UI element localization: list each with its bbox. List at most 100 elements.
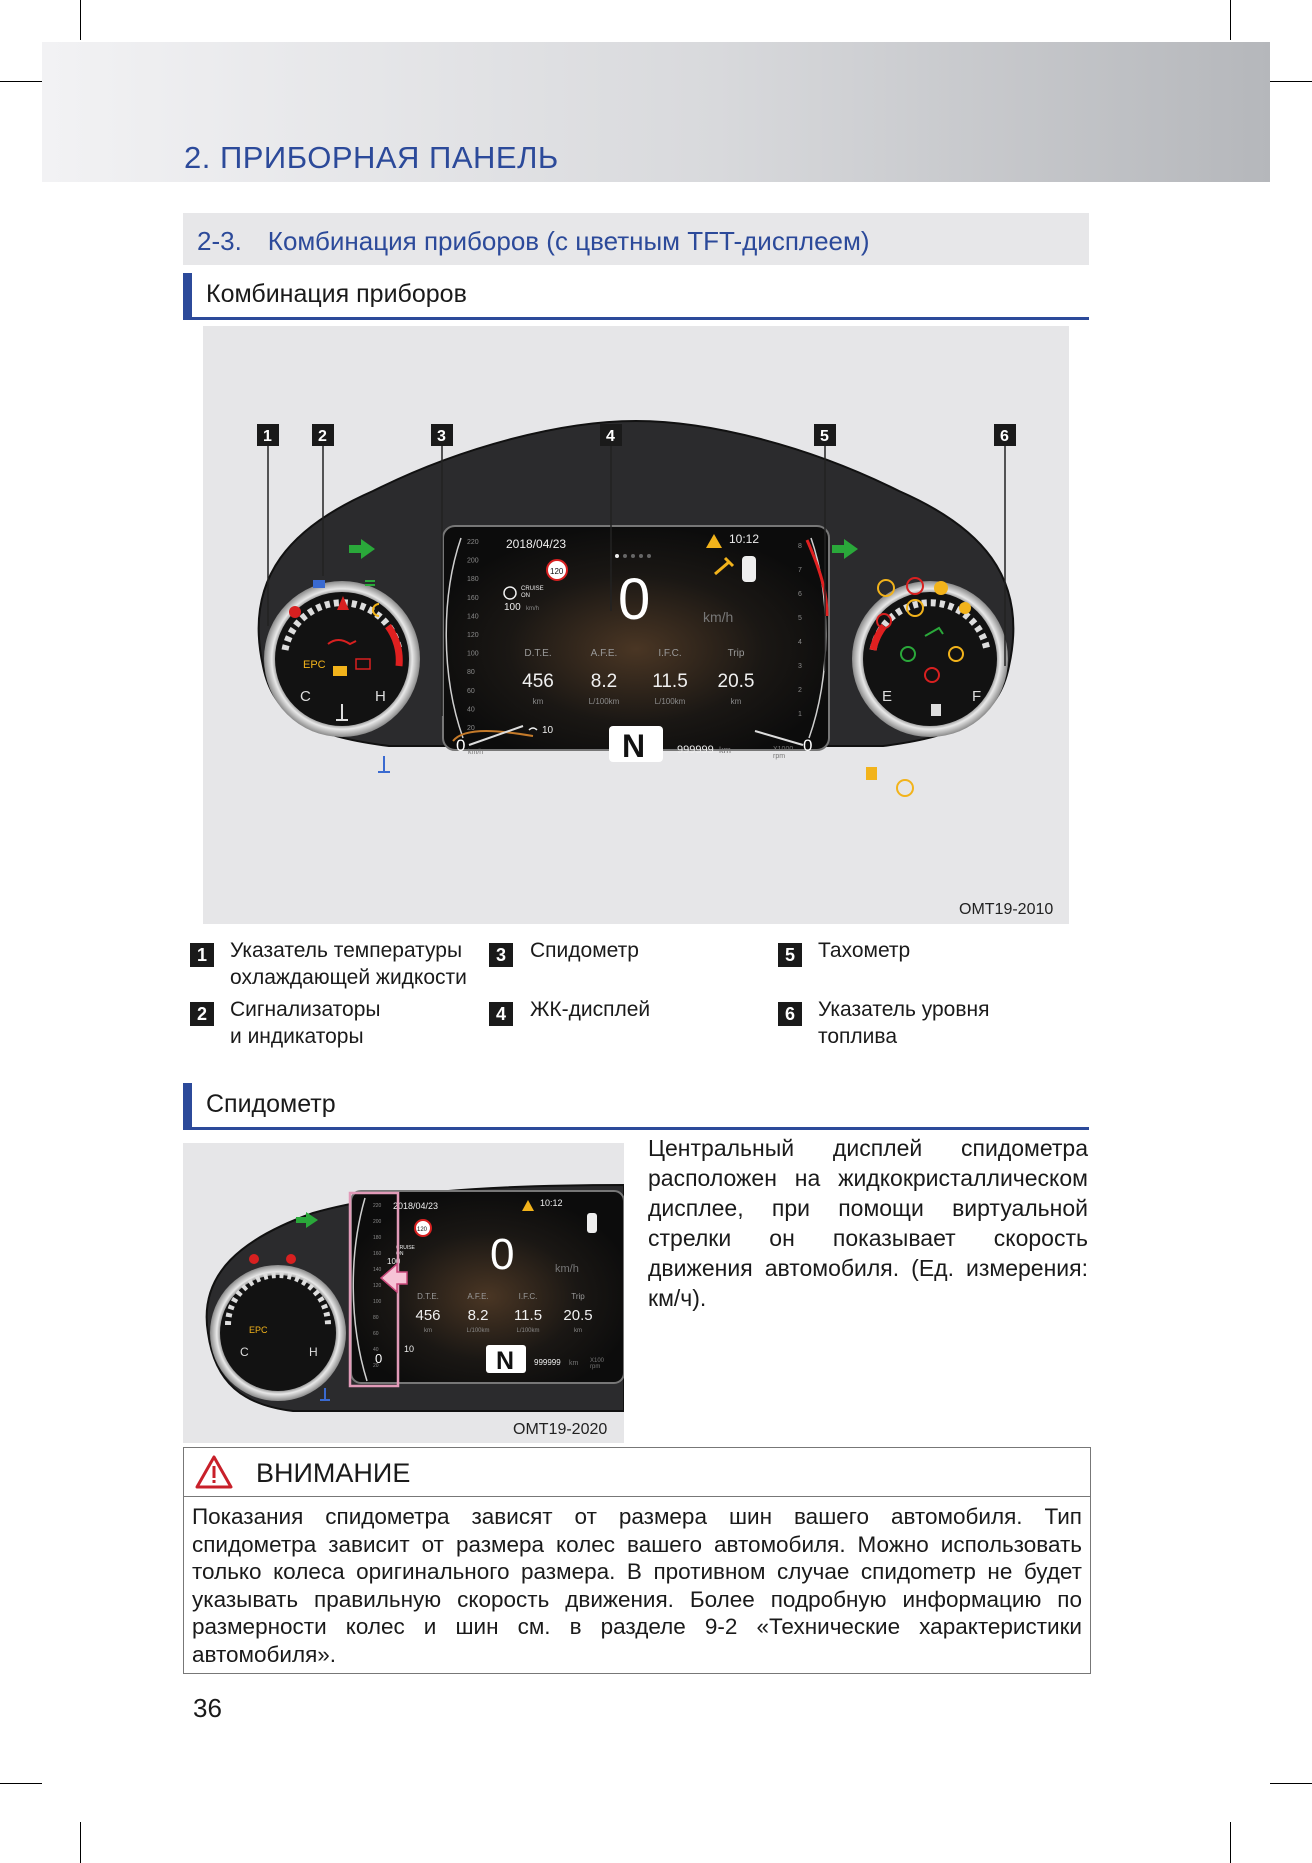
speedometer-scale: [352, 1197, 368, 1382]
digital-speed-unit: km/h: [555, 1263, 579, 1275]
trip-header: D.T.E.: [417, 1292, 439, 1301]
callout-leader-lines: [267, 434, 1006, 716]
speedometer-needle-value: 0: [456, 736, 465, 755]
cruise-state: ON: [396, 1251, 404, 1257]
odometer: 999999: [677, 744, 714, 756]
subsection-title: Комбинация приборов: [206, 280, 467, 308]
tacho-tick-label: 1: [798, 711, 802, 718]
low-coolant-icon: [378, 756, 390, 773]
tacho-tick-label: 2: [798, 687, 802, 694]
crop-mark: [0, 1783, 42, 1784]
tacho-tick-label: 4: [798, 639, 802, 646]
warning-text: Показания спидометра зависят от размера …: [192, 1504, 1082, 1667]
tacho-tick-label: 5: [798, 615, 802, 622]
speed-tick-label: 80: [373, 1315, 379, 1321]
legend-text-line: и индикаторы: [230, 1025, 364, 1048]
subsection-marker: [183, 1083, 192, 1127]
callout-badge: [814, 424, 836, 446]
chapter-header-band: [42, 42, 1270, 182]
legend-badge: 6: [778, 1002, 802, 1026]
trip-header: D.T.E.: [524, 648, 551, 659]
legend-badge: 2: [190, 1002, 214, 1026]
speed-tick-label: 120: [467, 632, 479, 639]
cruise-icon: [503, 586, 517, 600]
trip-header: A.F.E.: [467, 1292, 488, 1301]
digital-speed: 0: [490, 1230, 514, 1279]
display-time: 10:12: [729, 532, 759, 546]
oil-pressure-icon: [327, 639, 357, 646]
warning-triangle-icon: [706, 534, 722, 548]
pointer-arrow-icon: [379, 1262, 408, 1294]
airbag-icon: [337, 596, 349, 610]
fuel-pump-icon: [931, 704, 941, 716]
trip-unit: L/100km: [466, 1328, 489, 1334]
tacho-unit-2: rpm: [773, 753, 785, 760]
speed-tick-label: 200: [373, 1219, 382, 1225]
section-title: 2-3. Комбинация приборов (с цветным TFT-…: [197, 226, 870, 256]
speed-limit-sign: [414, 1219, 432, 1237]
trip-header: Trip: [571, 1292, 585, 1301]
temp-cold-label: C: [240, 1345, 249, 1359]
trip-header: I.F.C.: [519, 1292, 538, 1301]
speed-limit-value: 120: [417, 1227, 428, 1233]
speed-tick-label: 40: [373, 1347, 379, 1353]
temp-cold-label: C: [300, 688, 311, 705]
turn-signal-left-icon: [349, 539, 375, 559]
speed-tick-label: 60: [467, 688, 475, 695]
trip-unit: L/100km: [655, 697, 686, 706]
tft-display: [442, 525, 830, 751]
low-beam-icon: [365, 580, 375, 586]
cluster-illustration: C H EPC E F 2202001801601401201008060402…: [257, 419, 1016, 797]
tacho-tick-label: 7: [798, 567, 802, 574]
trip-header: I.F.C.: [658, 648, 681, 659]
trip-header: Trip: [728, 648, 745, 659]
speedometer-unit: km/h: [468, 749, 483, 756]
tachometer-needle-value: 0: [803, 736, 812, 755]
odometer: 999999: [534, 1358, 561, 1367]
tpms-warning-icon: [896, 779, 914, 797]
legend-text-line: Тахометр: [818, 939, 911, 962]
trip-computer: D.T.E.456kmA.F.E.8.2L/100kmI.F.C.11.5L/1…: [522, 648, 754, 706]
speed-tick-label: 140: [467, 613, 479, 620]
speed-tick-label: 160: [373, 1251, 382, 1257]
digital-speed: 0: [618, 567, 650, 632]
callout-badge: [431, 424, 453, 446]
door-status-icon: [587, 1213, 597, 1233]
section-header-band: [183, 213, 1089, 265]
warning-triangle-icon: [522, 1200, 534, 1211]
trip-value: 20.5: [718, 671, 755, 692]
temperature-red-zone: [385, 623, 403, 667]
legend-badge: 3: [489, 943, 513, 967]
trip-value: 11.5: [652, 671, 688, 692]
fuel-empty-label: E: [882, 688, 892, 705]
tachometer-needle: [754, 730, 804, 746]
trip-value: 20.5: [563, 1307, 592, 1324]
trip-unit: L/100km: [516, 1328, 539, 1334]
speed-tick-label: 180: [373, 1235, 382, 1241]
odometer-unit: km: [569, 1360, 579, 1367]
callout-badge: [994, 424, 1016, 446]
trip-unit: km: [533, 697, 544, 706]
low-coolant-icon: [320, 1388, 330, 1401]
speed-tick-label: 200: [467, 558, 479, 565]
coolant-temp-icon: [336, 704, 348, 721]
tacho-unit-2: rpm: [590, 1364, 600, 1370]
speed-tick-label: 20: [467, 725, 475, 732]
legend-badge: 5: [778, 943, 802, 967]
esp-off-icon: [934, 581, 948, 595]
speed-tick-label: 60: [373, 1331, 379, 1337]
epb-icon: [948, 646, 964, 662]
display-date: 2018/04/23: [393, 1201, 438, 1211]
speed-limit-sign: [546, 559, 568, 581]
trip-unit: km: [424, 1328, 432, 1334]
body-paragraph: Центральный дисплей спидометра расположе…: [648, 1135, 1088, 1311]
volume-icon: [528, 727, 538, 731]
display-time: 10:12: [540, 1198, 563, 1208]
epc-indicator: EPC: [303, 659, 326, 671]
legend-text-line: охлаждающей жидкости: [230, 966, 467, 989]
speed-tick-label: 120: [373, 1283, 382, 1289]
